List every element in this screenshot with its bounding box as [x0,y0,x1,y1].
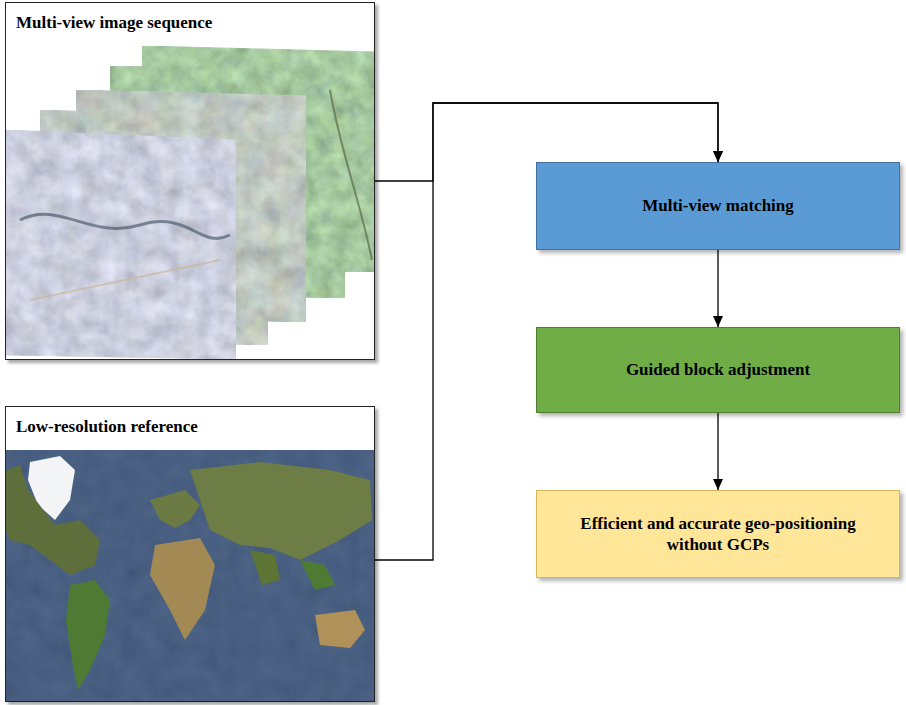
arrowhead [713,479,723,490]
panel-title: Low-resolution reference [6,413,206,440]
process-box: Guided block adjustment [536,327,900,413]
result-box: Efficient and accurate geo-positioning w… [536,490,900,578]
box-label: Guided block adjustment [626,359,810,380]
arrowhead [713,151,723,162]
world-map [0,0,374,701]
arrowhead [713,316,723,327]
connector-line [717,250,718,327]
image-stack [6,46,375,359]
image-panel: Multi-view image sequence [5,2,375,360]
connector-line [717,413,718,490]
flow-arrow [713,250,723,327]
image-panel: Low-resolution reference [5,406,375,702]
flow-arrow [713,413,723,490]
box-label: Multi-view matching [642,195,794,216]
process-box: Multi-view matching [536,162,900,250]
arrowhead [713,151,723,162]
panel-title: Multi-view image sequence [6,9,220,36]
box-label: Efficient and accurate geo-positioning w… [559,513,877,556]
